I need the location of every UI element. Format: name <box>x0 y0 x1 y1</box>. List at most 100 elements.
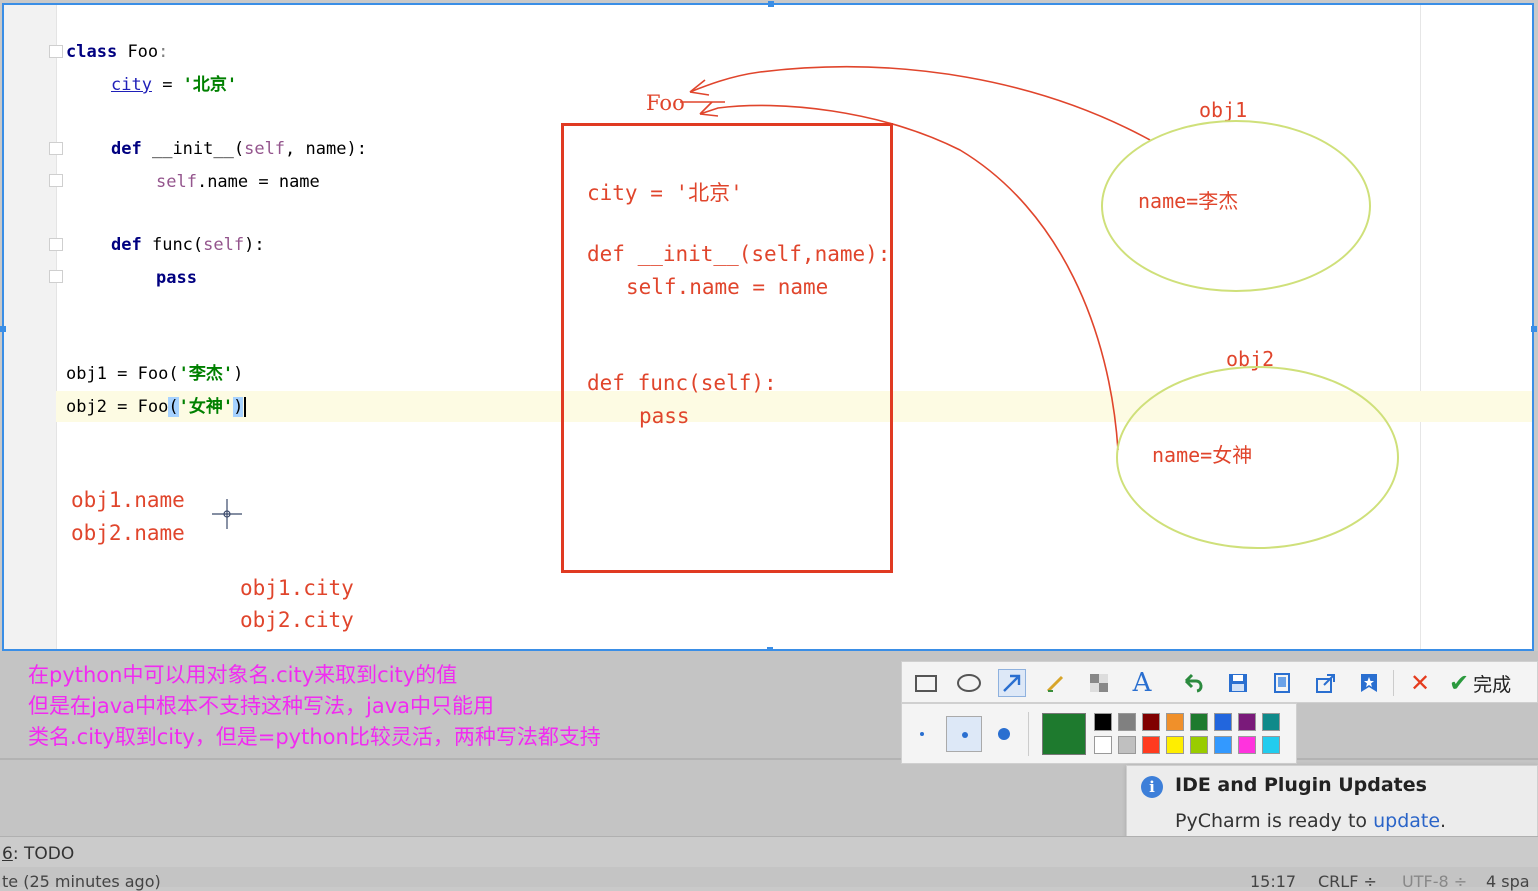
subtitle-line: 类名.city取到city，但是=python比较灵活，两种写法都支持 <box>28 725 601 749</box>
color-swatch[interactable] <box>1238 713 1256 731</box>
notification-body-end: . <box>1440 810 1447 832</box>
arrow-icon[interactable] <box>998 669 1026 697</box>
done-button[interactable]: ✔ 完成 <box>1449 669 1511 697</box>
paren: ) <box>233 364 244 384</box>
class-diagram-box: city = '北京' def __init__(self,name): sel… <box>561 123 893 573</box>
color-swatch[interactable] <box>1166 713 1184 731</box>
self-param: self <box>203 235 245 255</box>
fold-marker[interactable] <box>49 238 63 251</box>
string-literal: '北京' <box>182 75 238 95</box>
selection-handle[interactable] <box>767 647 773 653</box>
status-bar: te (25 minutes ago) 15:17 CRLF ÷ UTF-8 ÷… <box>0 868 1538 891</box>
box-init-line: def __init__(self,name): <box>587 242 891 266</box>
assignment: obj1 = Foo( <box>66 364 179 384</box>
pen-icon[interactable] <box>1042 669 1070 697</box>
code-line-pass[interactable]: pass <box>156 267 197 289</box>
keyword: def <box>111 139 142 159</box>
color-swatch[interactable] <box>1118 713 1136 731</box>
mosaic-icon[interactable] <box>1085 669 1113 697</box>
code-line-obj1[interactable]: obj1 = Foo('李杰') <box>66 363 243 385</box>
ellipse-icon[interactable] <box>955 669 983 697</box>
color-swatch[interactable] <box>1118 736 1136 754</box>
obj1-name-access: obj1.name <box>71 488 185 512</box>
color-swatch[interactable] <box>1190 736 1208 754</box>
matched-paren: ( <box>168 397 179 417</box>
update-link[interactable]: update <box>1373 810 1441 832</box>
self-param: self <box>244 139 286 159</box>
obj2-name-access: obj2.name <box>71 521 185 545</box>
annotation-arrows <box>212 66 1151 529</box>
obj2-city-access: obj2.city <box>240 608 354 632</box>
code-line-func-def[interactable]: def func(self): <box>111 234 265 256</box>
obj1-name-value: name=李杰 <box>1138 189 1239 213</box>
fold-marker[interactable] <box>49 270 63 283</box>
obj1-city-access: obj1.city <box>240 576 354 600</box>
todo-label: : TODO <box>12 844 75 864</box>
pin-icon[interactable] <box>1355 669 1383 697</box>
fold-marker[interactable] <box>49 142 63 155</box>
subtitle-line: 在python中可以用对象名.city来取到city的值 <box>28 663 458 687</box>
brush-size-medium[interactable] <box>946 716 982 752</box>
color-swatch[interactable] <box>1214 713 1232 731</box>
color-swatch[interactable] <box>1262 736 1280 754</box>
code-line-obj2[interactable]: obj2 = Foo('女神') <box>66 396 247 418</box>
cursor-position[interactable]: 15:17 <box>1250 872 1297 891</box>
todo-tab[interactable]: 6: TODO <box>2 844 74 864</box>
color-swatch[interactable] <box>1214 736 1232 754</box>
code-line-init-def[interactable]: def __init__(self, name): <box>111 138 367 160</box>
brush-size-small[interactable] <box>920 732 924 736</box>
code-line-init-body[interactable]: self.name = name <box>156 171 320 193</box>
color-swatch[interactable] <box>1142 713 1160 731</box>
selection-handle[interactable] <box>0 326 6 332</box>
code-editor[interactable]: class Foo: city = '北京' def __init__(self… <box>0 1 1537 651</box>
brush-size-large[interactable] <box>998 728 1010 740</box>
keyword: class <box>66 42 118 62</box>
selection-handle[interactable] <box>1531 326 1537 332</box>
string-literal: '女神' <box>178 397 234 417</box>
toolbar-divider <box>1393 670 1394 696</box>
box-city-line: city = '北京' <box>587 181 743 205</box>
box-func-line: def func(self): <box>587 371 777 395</box>
class-name: Foo <box>127 42 159 62</box>
color-swatch[interactable] <box>1166 736 1184 754</box>
color-swatch[interactable] <box>1094 713 1112 731</box>
cancel-icon[interactable]: ✕ <box>1409 669 1431 697</box>
code-line-attr[interactable]: city = '北京' <box>111 74 237 96</box>
save-icon[interactable] <box>1224 669 1252 697</box>
editor-gutter[interactable] <box>4 5 57 649</box>
undo-icon[interactable] <box>1180 669 1208 697</box>
self-ref: self <box>156 172 197 192</box>
crosshair-cursor-icon <box>212 499 242 529</box>
right-margin-guide <box>1420 5 1421 649</box>
indent-setting[interactable]: 4 spa <box>1486 872 1530 891</box>
status-message: te (25 minutes ago) <box>2 872 161 891</box>
rectangle-icon[interactable] <box>912 669 940 697</box>
obj1-label: obj1 <box>1199 98 1248 122</box>
tool-window-bar <box>0 836 1538 867</box>
params: ): <box>244 235 265 255</box>
code-line-class[interactable]: class Foo: <box>66 41 168 63</box>
obj2-ellipse <box>1116 366 1399 549</box>
text-icon[interactable]: A <box>1132 668 1152 698</box>
share-icon[interactable] <box>1312 669 1340 697</box>
color-swatch[interactable] <box>1094 736 1112 754</box>
fold-marker[interactable] <box>49 174 63 187</box>
color-swatch[interactable] <box>1190 713 1208 731</box>
box-init-body: self.name = name <box>626 275 829 299</box>
fold-marker[interactable] <box>49 45 63 58</box>
file-encoding[interactable]: UTF-8 ÷ <box>1402 872 1468 891</box>
line-separator[interactable]: CRLF ÷ <box>1318 872 1377 891</box>
color-swatch[interactable] <box>1238 736 1256 754</box>
selection-handle[interactable] <box>768 1 774 7</box>
copy-icon[interactable] <box>1268 669 1296 697</box>
assignment: obj2 = Foo <box>66 397 169 417</box>
foo-label: Foo <box>646 91 685 115</box>
color-swatch[interactable] <box>1142 736 1160 754</box>
screenshot-draw-toolbar: A ✕ ✔ 完成 <box>901 661 1538 703</box>
subtitle-line: 但是在java中根本不支持这种写法，java中只能用 <box>28 694 494 718</box>
confirm-icon: ✔ <box>1449 669 1470 697</box>
attribute-name: city <box>111 75 152 95</box>
assignment: .name = name <box>196 172 320 192</box>
selected-color-swatch[interactable] <box>1042 713 1086 755</box>
color-swatch[interactable] <box>1262 713 1280 731</box>
